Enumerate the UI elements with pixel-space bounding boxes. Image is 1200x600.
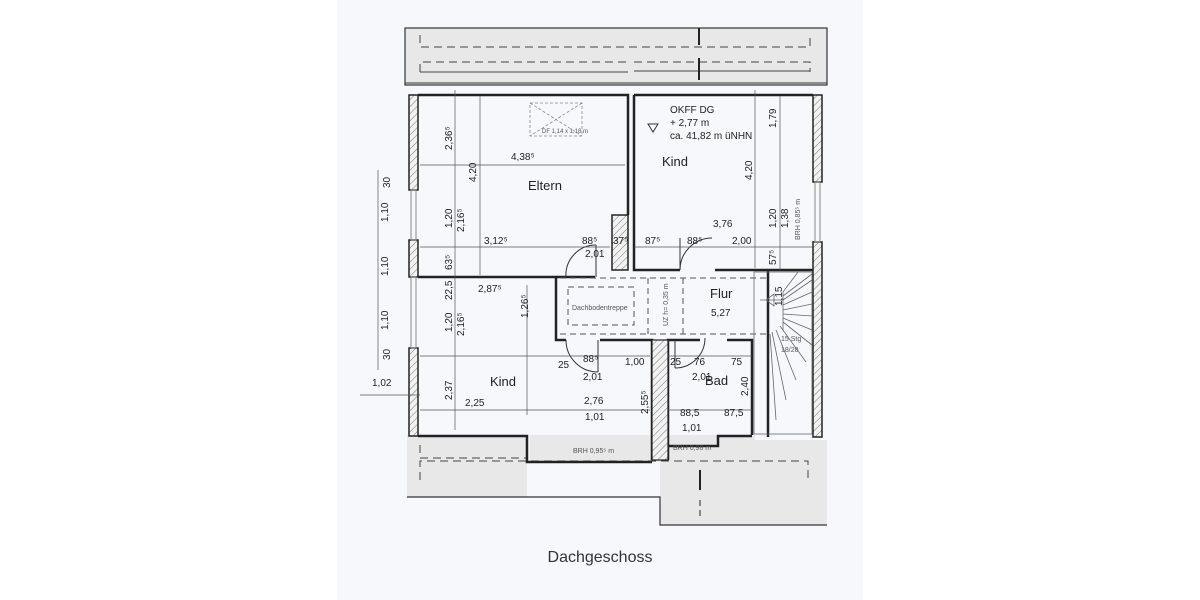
svg-text:3,76: 3,76 xyxy=(713,219,733,230)
level-triangle-icon xyxy=(647,123,659,133)
roof-overhang-top xyxy=(404,27,828,86)
svg-text:1,10: 1,10 xyxy=(380,256,391,276)
svg-text:3,12⁵: 3,12⁵ xyxy=(484,236,508,247)
svg-text:2,55⁵: 2,55⁵ xyxy=(640,390,651,414)
svg-text:37⁵: 37⁵ xyxy=(613,236,628,247)
room-label-bad: Bad xyxy=(705,373,728,388)
svg-text:88⁵: 88⁵ xyxy=(582,236,597,247)
left-dimension-chain: 30 1,10 1,10 1,10 30 1,02 xyxy=(372,176,393,389)
svg-text:30: 30 xyxy=(382,176,393,188)
svg-text:2,01: 2,01 xyxy=(583,372,603,383)
attic-stair-label: Dachbodentreppe xyxy=(572,305,628,312)
kind-top-dimensions: 1,79 4,20 1,20 1,38 3,76 87⁵ 88⁵ 2,00 57… xyxy=(645,108,791,265)
svg-text:2,37: 2,37 xyxy=(444,380,455,400)
svg-text:2,16⁵: 2,16⁵ xyxy=(456,312,467,336)
room-label-eltern: Eltern xyxy=(528,178,562,193)
svg-text:1,20: 1,20 xyxy=(444,208,455,228)
room-label-kind-bottom: Kind xyxy=(490,374,516,389)
svg-text:30: 30 xyxy=(382,348,393,360)
svg-text:2,01: 2,01 xyxy=(585,249,605,260)
svg-text:22,5: 22,5 xyxy=(444,280,455,300)
svg-text:2,25: 2,25 xyxy=(465,398,485,409)
svg-text:4,38⁵: 4,38⁵ xyxy=(511,152,535,163)
svg-text:2,36⁵: 2,36⁵ xyxy=(444,126,455,150)
svg-text:1,10: 1,10 xyxy=(380,310,391,330)
svg-text:1,02: 1,02 xyxy=(372,378,392,389)
stair-arrow-dim: 1,15 xyxy=(774,286,785,306)
svg-text:76: 76 xyxy=(694,357,706,368)
svg-text:2,40: 2,40 xyxy=(740,376,751,396)
svg-text:87,5: 87,5 xyxy=(724,408,744,419)
staircase xyxy=(753,271,813,435)
brh-bad-label: BRH 0,98 m xyxy=(673,445,711,452)
windows xyxy=(410,181,821,349)
svg-text:1,26⁵: 1,26⁵ xyxy=(520,294,531,318)
kind-bottom-dimensions: 22,5 2,87⁵ 1,26⁵ 1,20 2,16⁵ 2,37 2,25 2,… xyxy=(444,280,651,423)
svg-text:2,76: 2,76 xyxy=(584,396,604,407)
dimension-lines xyxy=(360,90,812,430)
level-line-1: OKFF DG xyxy=(670,105,715,116)
attic-stair-outline xyxy=(560,277,768,335)
svg-text:25: 25 xyxy=(670,357,682,368)
level-line-3: ca. 41,82 m üNHN xyxy=(670,131,752,142)
plan-title: Dachgeschoss xyxy=(547,549,653,566)
room-label-kind-top: Kind xyxy=(662,154,688,169)
svg-text:4,20: 4,20 xyxy=(468,162,479,182)
svg-text:1,00: 1,00 xyxy=(625,357,645,368)
svg-text:1,79: 1,79 xyxy=(768,108,779,128)
brh-kind-label: BRH 0,95⁵ m xyxy=(573,448,614,455)
skylight xyxy=(529,102,583,137)
room-area-flur: 5,27 xyxy=(711,308,731,319)
svg-text:1,38: 1,38 xyxy=(780,208,791,228)
room-label-flur: Flur xyxy=(710,286,733,301)
svg-text:1,01: 1,01 xyxy=(585,412,605,423)
stair-ratio-label: 18/28 xyxy=(781,347,799,354)
svg-text:2,00: 2,00 xyxy=(732,236,752,247)
bath-shaft xyxy=(651,339,669,461)
svg-text:75: 75 xyxy=(731,357,743,368)
brh-right-label: BRH 0,85⁵ m xyxy=(795,199,802,240)
level-line-2: + 2,77 m xyxy=(670,118,709,129)
svg-text:2,16⁵: 2,16⁵ xyxy=(456,208,467,232)
svg-text:57⁵: 57⁵ xyxy=(768,250,779,265)
bad-dimensions: 25 76 2,01 75 2,40 88,5 87,5 1,01 xyxy=(670,357,751,434)
svg-text:88⁵: 88⁵ xyxy=(583,354,598,365)
eltern-dimensions: 2,36⁵ 4,38⁵ 4,20 1,20 2,16⁵ 3,12⁵ 88⁵ 2,… xyxy=(444,126,628,270)
svg-text:88,5: 88,5 xyxy=(680,408,700,419)
roof-overhang-bottom xyxy=(407,435,827,526)
svg-text:1,01: 1,01 xyxy=(682,423,702,434)
chimney-shaft xyxy=(611,214,629,271)
doors xyxy=(565,237,713,373)
svg-text:88⁵: 88⁵ xyxy=(687,236,702,247)
svg-text:25: 25 xyxy=(558,360,570,371)
svg-text:1,20: 1,20 xyxy=(768,208,779,228)
clear-height-label: UZ h= 0,35 m xyxy=(663,283,670,326)
svg-text:63⁵: 63⁵ xyxy=(444,255,455,270)
svg-text:1,10: 1,10 xyxy=(380,202,391,222)
svg-text:2,87⁵: 2,87⁵ xyxy=(478,284,502,295)
skylight-label: DF 1,14 x 1,18 m xyxy=(542,129,588,135)
svg-text:87⁵: 87⁵ xyxy=(645,236,660,247)
interior-walls xyxy=(418,93,813,464)
svg-text:1,20: 1,20 xyxy=(444,312,455,332)
svg-text:2,01: 2,01 xyxy=(692,372,712,383)
stair-steps-label: 15 Stg xyxy=(781,336,801,343)
svg-text:4,20: 4,20 xyxy=(744,160,755,180)
